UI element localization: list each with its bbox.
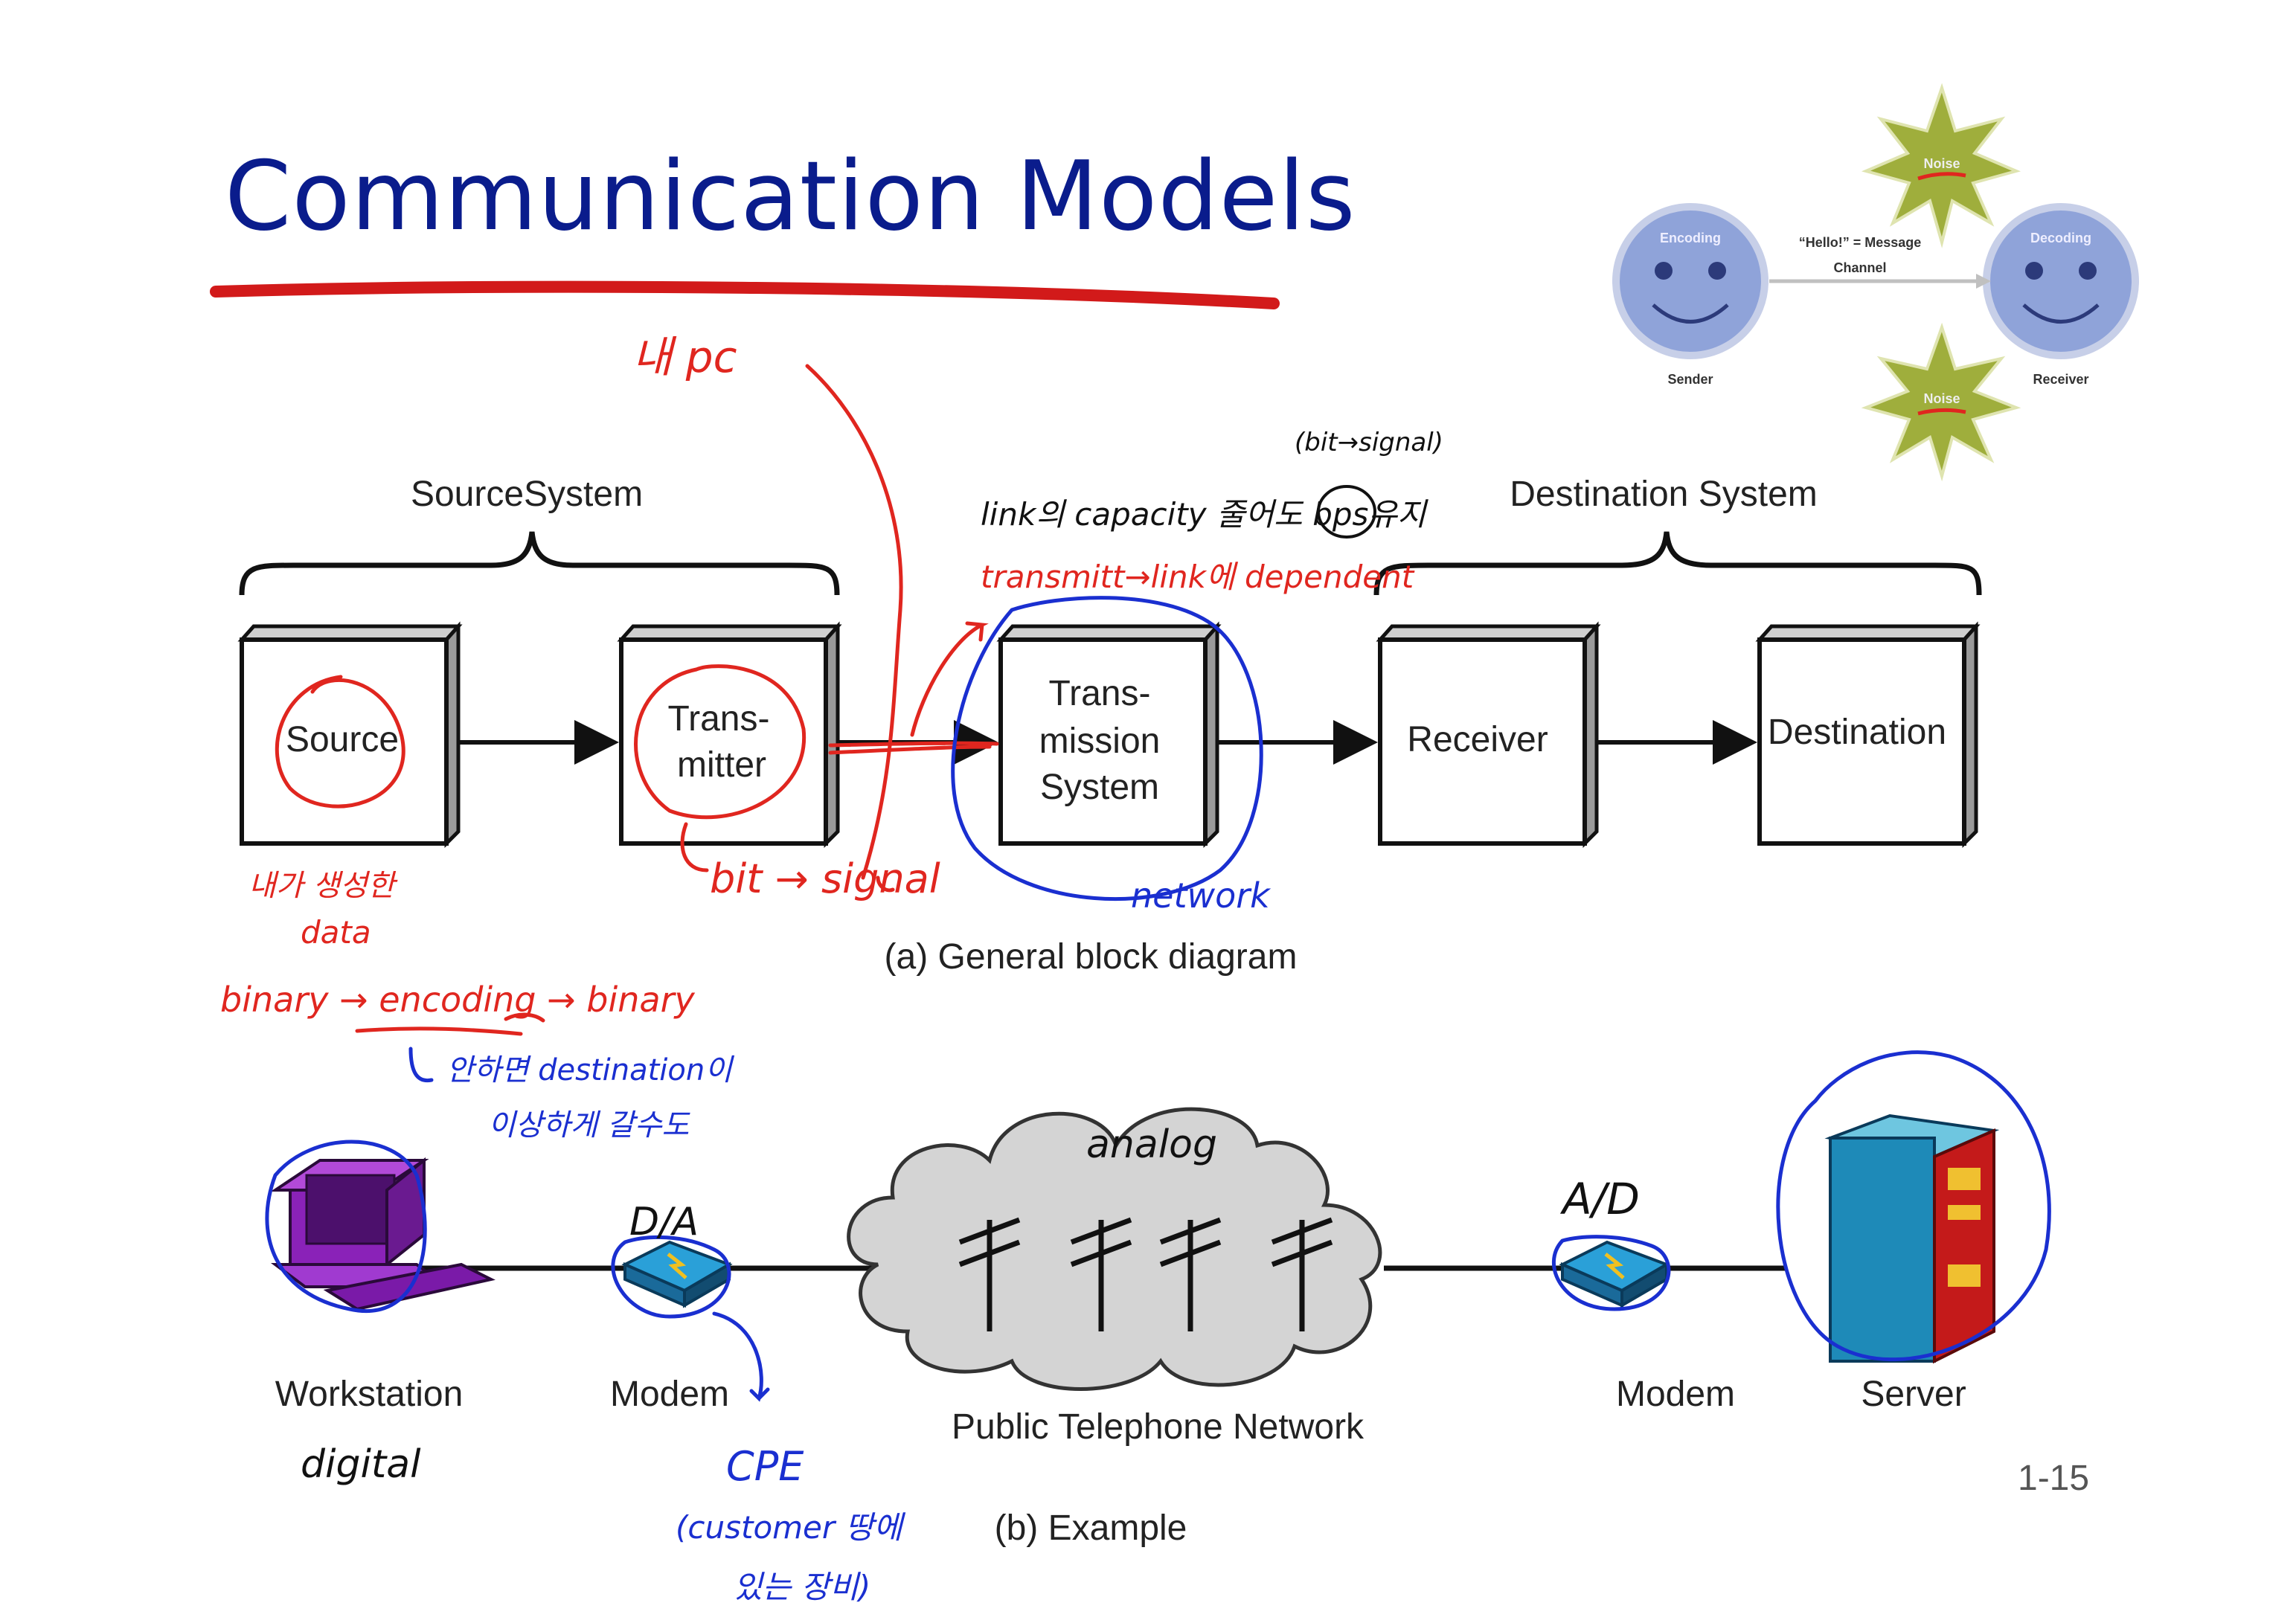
inset-model: Encoding Sender Decoding Receiver “Hello… <box>1612 83 2139 482</box>
modem-left-label: Modem <box>610 1375 729 1414</box>
modem-right-label: Modem <box>1616 1375 1735 1414</box>
caption-a: (a) General block diagram <box>885 937 1298 977</box>
box-transmission-label-2: mission <box>1039 721 1161 761</box>
box-transmission-label-1: Trans- <box>1049 674 1151 713</box>
box-receiver-label: Receiver <box>1407 720 1548 759</box>
note-cpe-desc-2: 있는 장비) <box>734 1569 870 1605</box>
noise-star-bottom: Noise <box>1861 322 2021 482</box>
example-diagram: Workstation Modem Public Telephon <box>270 1107 2000 1548</box>
channel-label: Channel <box>1833 260 1886 275</box>
note-digital: digital <box>301 1442 421 1487</box>
box-source-label: Source <box>286 720 399 759</box>
receiver-face: Decoding Receiver <box>1983 203 2139 387</box>
note-korean-2: 이상하게 갈수도 <box>488 1108 691 1142</box>
note-korean-1: 안하면 destination이 <box>446 1053 734 1087</box>
note-bit-signal: bit → signal <box>710 855 940 902</box>
sender-face: Encoding Sender <box>1612 203 1769 387</box>
message-label: “Hello!” = Message <box>1799 235 1922 250</box>
encoding-label: Encoding <box>1660 231 1721 245</box>
box-destination: Destination <box>1755 621 1981 849</box>
workstation-icon: Workstation <box>270 1157 496 1414</box>
slide-title: Communication Models <box>225 141 1356 252</box>
note-ad: A/D <box>1559 1174 1640 1224</box>
noise-top-label: Noise <box>1923 156 1960 171</box>
box-transmission-label-3: System <box>1040 768 1159 807</box>
note-da: D/A <box>629 1200 699 1244</box>
box-transmitter-label-2: mitter <box>677 745 766 785</box>
workstation-label: Workstation <box>275 1375 464 1414</box>
server-icon: Server <box>1824 1113 2000 1414</box>
box-transmission-system: Trans- mission System <box>996 621 1222 849</box>
noise-bottom-label: Noise <box>1923 391 1960 406</box>
note-cpe-desc-1: (customer 땅에 <box>676 1509 906 1546</box>
source-brace <box>239 531 840 596</box>
title-underline <box>210 280 1280 309</box>
server-label: Server <box>1861 1375 1966 1414</box>
note-analog: analog <box>1086 1122 1217 1167</box>
box-destination-label: Destination <box>1768 713 1946 752</box>
box-source: Source <box>237 621 463 849</box>
note-my-data-1: 내가 생성한 <box>248 869 398 903</box>
note-transmitter-dependent: transmitt→link에 dependent <box>981 559 1415 595</box>
bps-circle <box>1317 485 1376 539</box>
note-link-capacity: link의 capacity 줄어도 bps유지 <box>981 496 1428 533</box>
box-receiver: Receiver <box>1376 621 1601 849</box>
decoding-label: Decoding <box>2030 231 2091 245</box>
modem-left-icon: Modem <box>610 1240 733 1414</box>
note-binary-encoding: binary → encoding → binary <box>220 980 695 1020</box>
annotations-blue <box>265 596 2051 1402</box>
network-label: Public Telephone Network <box>952 1407 1365 1447</box>
note-my-pc: 내 pc <box>632 332 737 382</box>
noise-star-top: Noise <box>1861 83 2021 248</box>
box-transmitter: Trans- mitter <box>617 621 842 849</box>
page-number: 1-15 <box>2018 1459 2090 1498</box>
caption-b: (b) Example <box>995 1508 1187 1548</box>
telephone-network-cloud: Public Telephone Network <box>847 1107 1382 1447</box>
destination-brace <box>1373 531 1982 596</box>
modem-right-icon: Modem <box>1559 1240 1735 1414</box>
sender-label: Sender <box>1667 372 1713 387</box>
annotations-red <box>275 364 999 1036</box>
source-system-label: SourceSystem <box>411 475 643 514</box>
receiver-label: Receiver <box>2033 372 2088 387</box>
destination-system-label: Destination System <box>1510 475 1818 514</box>
block-diagram: SourceSystem Destination System Source T… <box>237 475 1982 977</box>
note-bit-signal-small: (bit→signal) <box>1295 428 1443 457</box>
note-cpe: CPE <box>726 1443 804 1490</box>
note-my-data-2: data <box>301 914 371 951</box>
note-network: network <box>1131 875 1272 916</box>
box-transmitter-label-1: Trans- <box>668 699 770 739</box>
